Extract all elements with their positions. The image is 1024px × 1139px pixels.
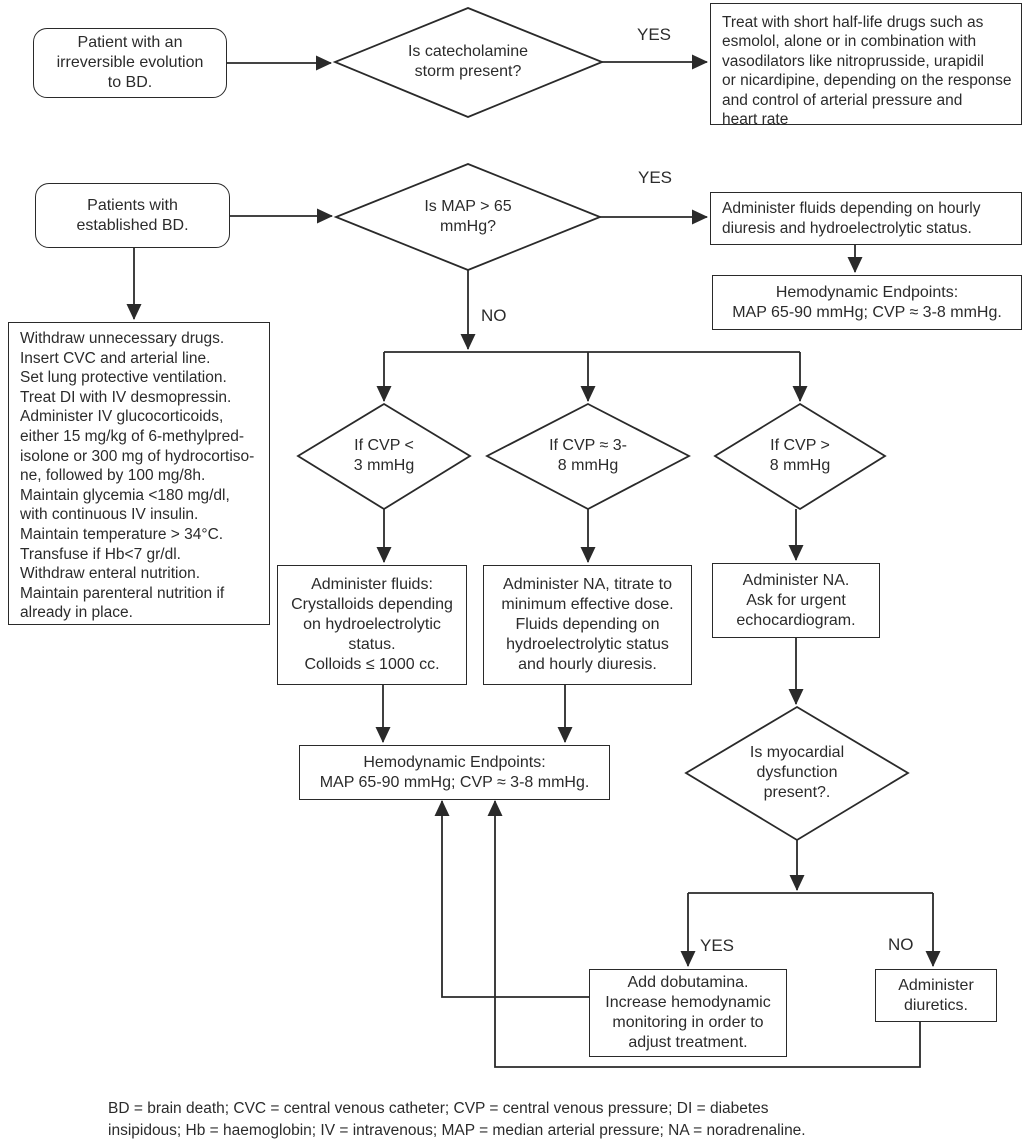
node-hemodynamic-endpoints-right: Hemodynamic Endpoints: MAP 65-90 mmHg; C… [712,275,1022,330]
node-administer-diuretics: Administer diuretics. [875,969,997,1022]
node-na-echocardiogram: Administer NA. Ask for urgent echocardio… [712,563,880,638]
diamond-text-catecholamine: Is catecholamine storm present? [407,43,529,80]
node-add-dobutamine: Add dobutamina. Increase hemodynamic mon… [589,969,787,1057]
edge-label-yes-map: YES [638,168,673,187]
diamond-cvp-mid [485,402,691,511]
abbreviations-footnote: BD = brain death; CVC = central venous c… [108,1100,806,1139]
edge-label-yes-myocardial: YES [700,936,735,955]
diamond-catecholamine [332,7,605,118]
node-hemodynamic-endpoints-mid: Hemodynamic Endpoints: MAP 65-90 mmHg; C… [299,745,610,800]
node-fluids-crystalloids: Administer fluids: Crystalloids dependin… [277,565,467,685]
diamond-map [333,163,603,271]
diamond-text-myocardial: Is myocardial dysfunction present?. [749,744,845,801]
node-patients-established: Patients with established BD. [35,183,230,248]
edge-diuretics-feedback [487,800,921,1068]
node-na-titrate: Administer NA, titrate to minimum effect… [483,565,692,685]
diamond-text-cvp-low: If CVP < 3 mmHg [353,437,415,474]
edge-dobutamine-feedback [434,800,589,998]
diamond-text-map: Is MAP > 65 mmHg? [424,198,512,235]
edge-label-no-map: NO [481,306,507,325]
diamond-myocardial [684,705,910,842]
diamond-text-cvp-mid: If CVP ≈ 3- 8 mmHg [549,437,627,474]
node-administer-fluids-hourly: Administer fluids depending on hourly di… [710,192,1022,245]
edge-label-no-myocardial: NO [888,935,914,954]
node-general-care: Withdraw unnecessary drugs. Insert CVC a… [8,322,270,625]
diamond-text-cvp-high: If CVP > 8 mmHg [769,437,831,474]
edge-label-yes-catecholamine: YES [637,25,672,44]
node-patient-irreversible: Patient with an irreversible evolution t… [33,28,227,98]
diamond-cvp-low [296,402,472,511]
node-treat-short-half-life: Treat with short half-life drugs such as… [710,3,1022,128]
diamond-cvp-high [713,402,887,511]
